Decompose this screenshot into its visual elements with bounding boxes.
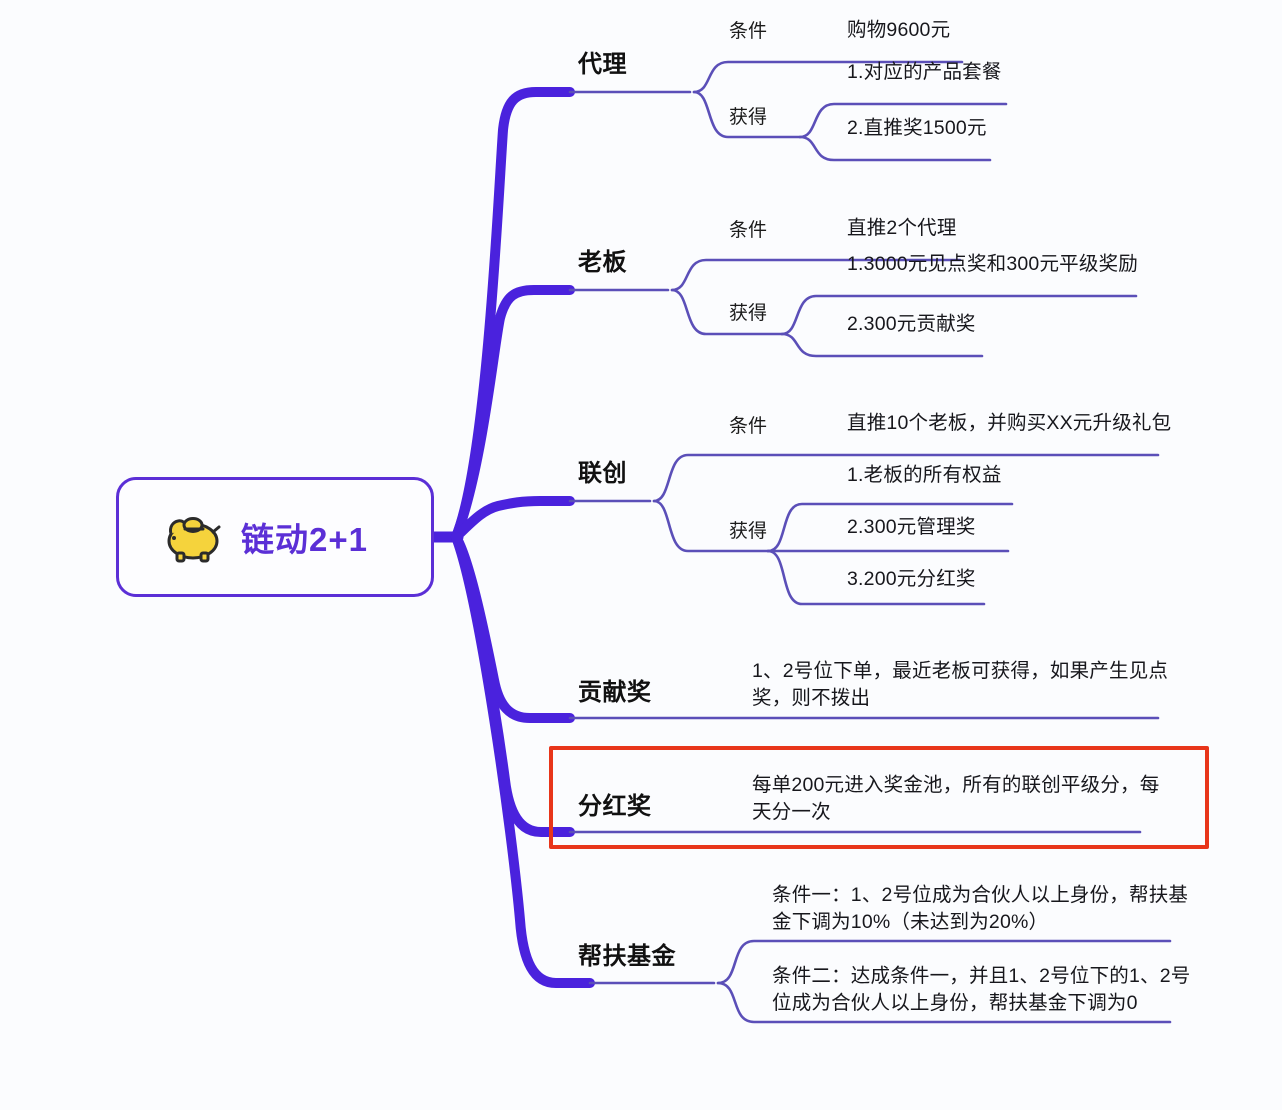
leaf-agent-gain-1[interactable]: 1.对应的产品套餐 [847, 61, 1002, 83]
leaf-support-fund-cond1-line1[interactable]: 条件一：1、2号位成为合伙人以上身份，帮扶基 [772, 884, 1189, 906]
leaf-boss-gain-1[interactable]: 1.3000元见点奖和300元平级奖励 [847, 253, 1138, 275]
root-title: 链动2+1 [241, 521, 368, 558]
branch-label-agent[interactable]: 代理 [578, 51, 627, 78]
group-label-cofounder-gain[interactable]: 获得 [729, 521, 768, 542]
piggy-bank-icon [167, 517, 221, 563]
branch-label-dividend-award[interactable]: 分红奖 [578, 793, 652, 820]
group-label-boss-condition[interactable]: 条件 [729, 220, 768, 241]
leaf-contribution-award-line2[interactable]: 奖，则不拨出 [752, 687, 871, 709]
group-label-cofounder-condition[interactable]: 条件 [729, 416, 768, 437]
root-node[interactable]: 链动2+1 [116, 477, 434, 597]
leaf-boss-gain-2[interactable]: 2.300元贡献奖 [847, 313, 976, 335]
leaf-support-fund-cond2-line1[interactable]: 条件二：达成条件一，并且1、2号位下的1、2号 [772, 965, 1191, 987]
leaf-agent-gain-2[interactable]: 2.直推奖1500元 [847, 117, 987, 139]
highlight-box-dividend-award [549, 746, 1209, 849]
branch-label-boss[interactable]: 老板 [578, 249, 627, 276]
leaf-cofounder-gain-2[interactable]: 2.300元管理奖 [847, 516, 976, 538]
leaf-support-fund-cond1-line2[interactable]: 金下调为10%（未达到为20%） [772, 911, 1049, 933]
leaf-cofounder-gain-1[interactable]: 1.老板的所有权益 [847, 464, 1002, 486]
leaf-agent-condition-1[interactable]: 购物9600元 [847, 19, 951, 41]
leaf-support-fund-cond2-line2[interactable]: 位成为合伙人以上身份，帮扶基金下调为0 [772, 992, 1138, 1014]
group-label-boss-gain[interactable]: 获得 [729, 303, 768, 324]
branch-label-support-fund[interactable]: 帮扶基金 [578, 943, 676, 970]
leaf-cofounder-condition-1[interactable]: 直推10个老板，并购买XX元升级礼包 [847, 412, 1172, 434]
branch-label-cofounder[interactable]: 联创 [578, 460, 627, 487]
leaf-boss-condition-1[interactable]: 直推2个代理 [847, 217, 957, 239]
group-label-agent-gain[interactable]: 获得 [729, 107, 768, 128]
branch-label-contribution-award[interactable]: 贡献奖 [578, 679, 652, 706]
leaf-contribution-award-line1[interactable]: 1、2号位下单，最近老板可获得，如果产生见点 [752, 660, 1169, 682]
leaf-cofounder-gain-3[interactable]: 3.200元分红奖 [847, 568, 976, 590]
group-label-agent-condition[interactable]: 条件 [729, 21, 768, 42]
leaf-dividend-award-line2[interactable]: 天分一次 [752, 801, 831, 823]
leaf-dividend-award-line1[interactable]: 每单200元进入奖金池，所有的联创平级分，每 [752, 774, 1160, 796]
